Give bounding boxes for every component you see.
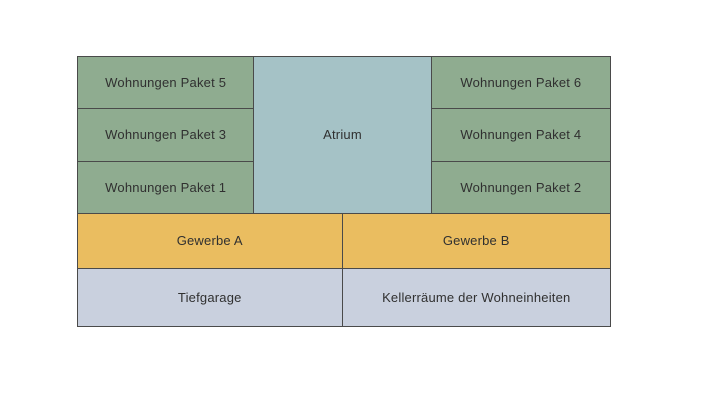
block-wohnungen-paket-2: Wohnungen Paket 2: [431, 161, 610, 213]
block-label: Gewerbe B: [442, 233, 510, 249]
block-wohnungen-paket-1: Wohnungen Paket 1: [78, 161, 254, 213]
block-wohnungen-paket-5: Wohnungen Paket 5: [78, 57, 254, 108]
block-kellerraeume: Kellerräume der Wohneinheiten: [342, 269, 610, 326]
block-label: Tiefgarage: [177, 290, 242, 306]
block-wohnungen-paket-3: Wohnungen Paket 3: [78, 108, 254, 161]
block-gewerbe-a: Gewerbe A: [78, 213, 342, 269]
block-label: Wohnungen Paket 3: [105, 127, 227, 143]
block-label: Wohnungen Paket 1: [105, 179, 227, 195]
block-label: Wohnungen Paket 2: [460, 179, 582, 195]
block-wohnungen-paket-6: Wohnungen Paket 6: [431, 57, 610, 108]
block-atrium: Atrium: [254, 57, 431, 213]
block-tiefgarage: Tiefgarage: [78, 269, 342, 326]
block-label: Wohnungen Paket 4: [460, 127, 582, 143]
block-label: Kellerräume der Wohneinheiten: [382, 290, 571, 306]
block-label: Gewerbe A: [176, 233, 243, 249]
block-wohnungen-paket-4: Wohnungen Paket 4: [431, 108, 610, 161]
block-gewerbe-b: Gewerbe B: [342, 213, 610, 269]
block-label: Wohnungen Paket 5: [105, 74, 227, 90]
building-structure-diagram: Wohnungen Paket 5 Wohnungen Paket 3 Wohn…: [77, 56, 611, 327]
block-label: Atrium: [323, 127, 362, 143]
block-label: Wohnungen Paket 6: [460, 74, 582, 90]
